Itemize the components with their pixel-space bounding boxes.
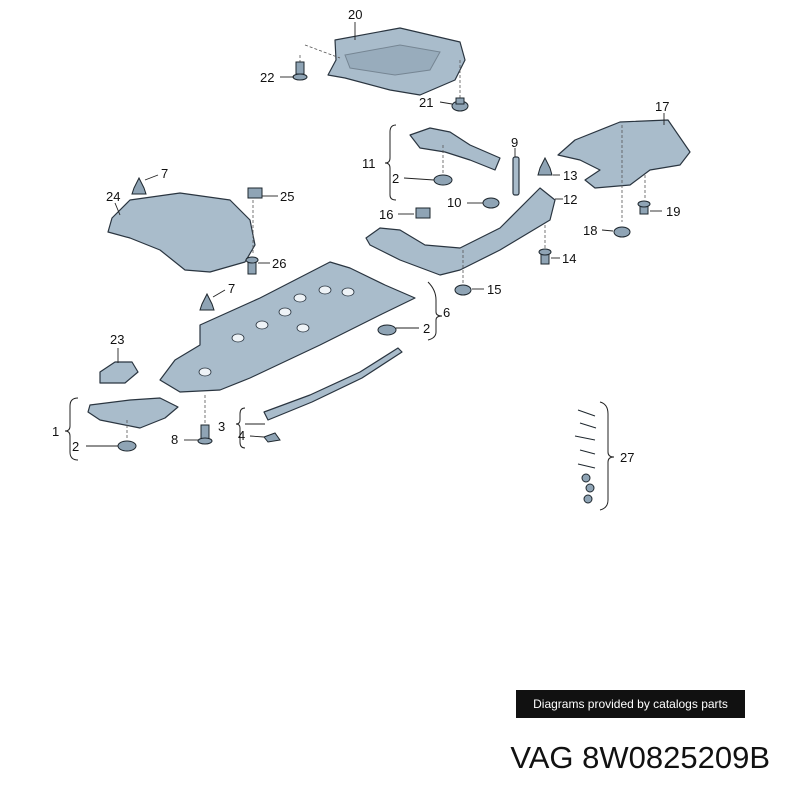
callout-2-lower: 2 — [72, 439, 79, 454]
fastener-18 — [613, 226, 631, 238]
part-number-title: VAG 8W0825209B — [510, 740, 770, 775]
callout-22: 22 — [260, 70, 274, 85]
fastener-13 — [537, 156, 553, 176]
callout-4: 4 — [238, 428, 245, 443]
credit-label: Diagrams provided by catalogs parts — [516, 690, 745, 718]
part-3-strip — [263, 347, 403, 421]
callout-25: 25 — [280, 189, 294, 204]
callout-19: 19 — [666, 204, 680, 219]
part-1-cover — [87, 397, 179, 429]
callout-20: 20 — [348, 7, 362, 22]
callout-26: 26 — [272, 256, 286, 271]
part-17-shield — [557, 119, 691, 189]
fastener-16 — [415, 207, 431, 219]
callout-24: 24 — [106, 189, 120, 204]
callout-17: 17 — [655, 99, 669, 114]
part-20-shield — [327, 27, 466, 96]
callout-labels: 20 22 21 17 9 11 2 13 7 24 25 10 12 16 1… — [52, 7, 680, 465]
callout-15: 15 — [487, 282, 501, 297]
callout-13: 13 — [563, 168, 577, 183]
fastener-7-lower — [199, 292, 215, 311]
fastener-15 — [454, 284, 472, 296]
callout-23: 23 — [110, 332, 124, 347]
callout-27: 27 — [620, 450, 634, 465]
callout-3: 3 — [218, 419, 225, 434]
callout-18: 18 — [583, 223, 597, 238]
callout-11: 11 — [362, 156, 376, 171]
part-11-bracket — [409, 127, 501, 171]
part-23-cover — [99, 361, 139, 384]
callout-21: 21 — [419, 95, 433, 110]
fastener-8 — [197, 424, 213, 445]
fastener-2-lower — [117, 440, 137, 452]
callout-1: 1 — [52, 424, 59, 439]
braces — [64, 124, 615, 511]
part-9-rod — [512, 156, 520, 196]
fastener-21 — [451, 97, 469, 112]
callout-14: 14 — [562, 251, 576, 266]
fastener-22 — [292, 61, 308, 81]
part-12-rail — [365, 187, 556, 276]
callout-12: 12 — [563, 192, 577, 207]
callout-7-upper: 7 — [161, 166, 168, 181]
fastener-14 — [538, 248, 552, 265]
fastener-2-middle — [377, 324, 397, 336]
callout-9: 9 — [511, 135, 518, 150]
callout-10: 10 — [447, 195, 461, 210]
fastener-10 — [482, 197, 500, 209]
fastener-26 — [245, 256, 259, 275]
part-27-fastener-kit — [574, 409, 597, 504]
callout-2-upper: 2 — [392, 171, 399, 186]
callout-2-middle: 2 — [423, 321, 430, 336]
fastener-19 — [637, 200, 651, 215]
callout-7-lower: 7 — [228, 281, 235, 296]
part-24-shield — [107, 192, 256, 273]
callout-6: 6 — [443, 305, 450, 320]
fastener-2-upper — [433, 174, 453, 186]
part-6-center-panel — [159, 261, 416, 393]
part-4-clip — [263, 432, 281, 443]
fastener-25 — [247, 187, 263, 199]
callout-8: 8 — [171, 432, 178, 447]
leader-lines — [86, 22, 665, 447]
fastener-7-upper — [131, 176, 147, 195]
callout-16: 16 — [379, 207, 393, 222]
